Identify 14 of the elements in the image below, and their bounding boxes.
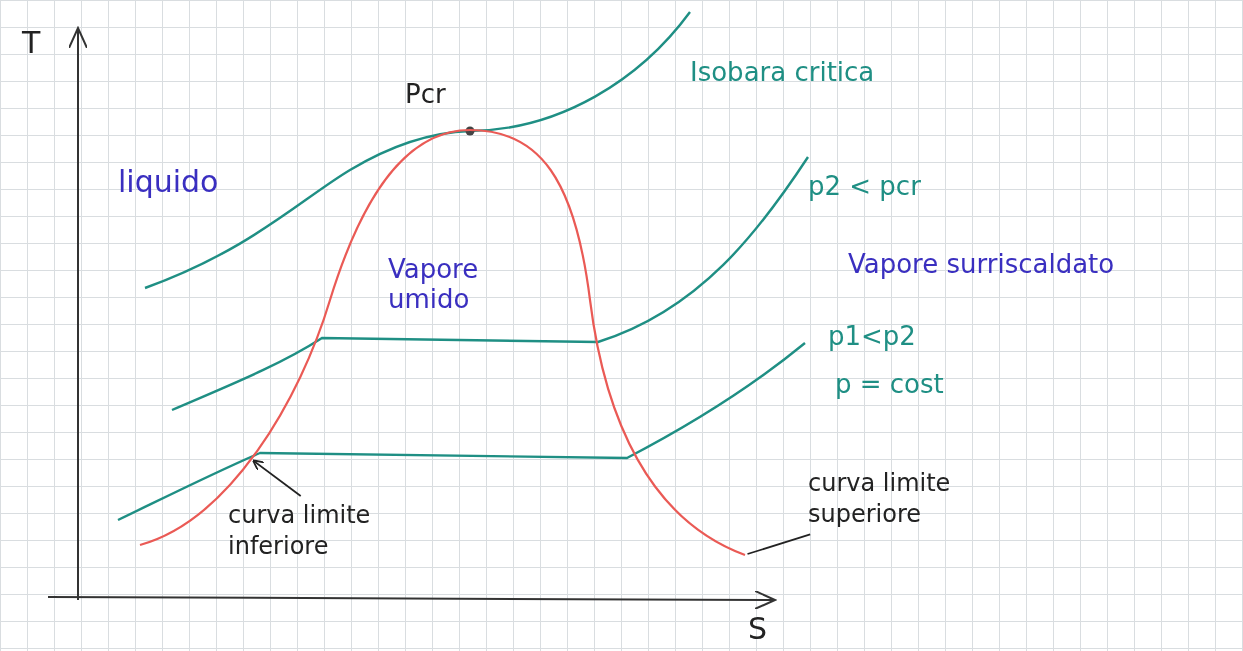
region-label: Vapore surriscaldato bbox=[848, 250, 1115, 280]
axis-label: S bbox=[748, 612, 768, 647]
region-label: Vapore umido bbox=[388, 255, 480, 315]
curve-label: curva limite superiore bbox=[808, 468, 1038, 531]
curve-label: p1<p2 bbox=[828, 322, 916, 352]
axis-label: T bbox=[22, 26, 41, 61]
leader-line bbox=[252, 459, 302, 497]
curve-label: p = cost bbox=[835, 370, 944, 400]
curve-label: Isobara critica bbox=[690, 58, 875, 88]
point-label: Pcr bbox=[405, 80, 446, 110]
curve-label: p2 < pcr bbox=[808, 172, 921, 202]
region-label: liquido bbox=[118, 165, 219, 200]
leader-line bbox=[746, 533, 812, 555]
curve-label: curva limite inferiore bbox=[228, 500, 468, 563]
